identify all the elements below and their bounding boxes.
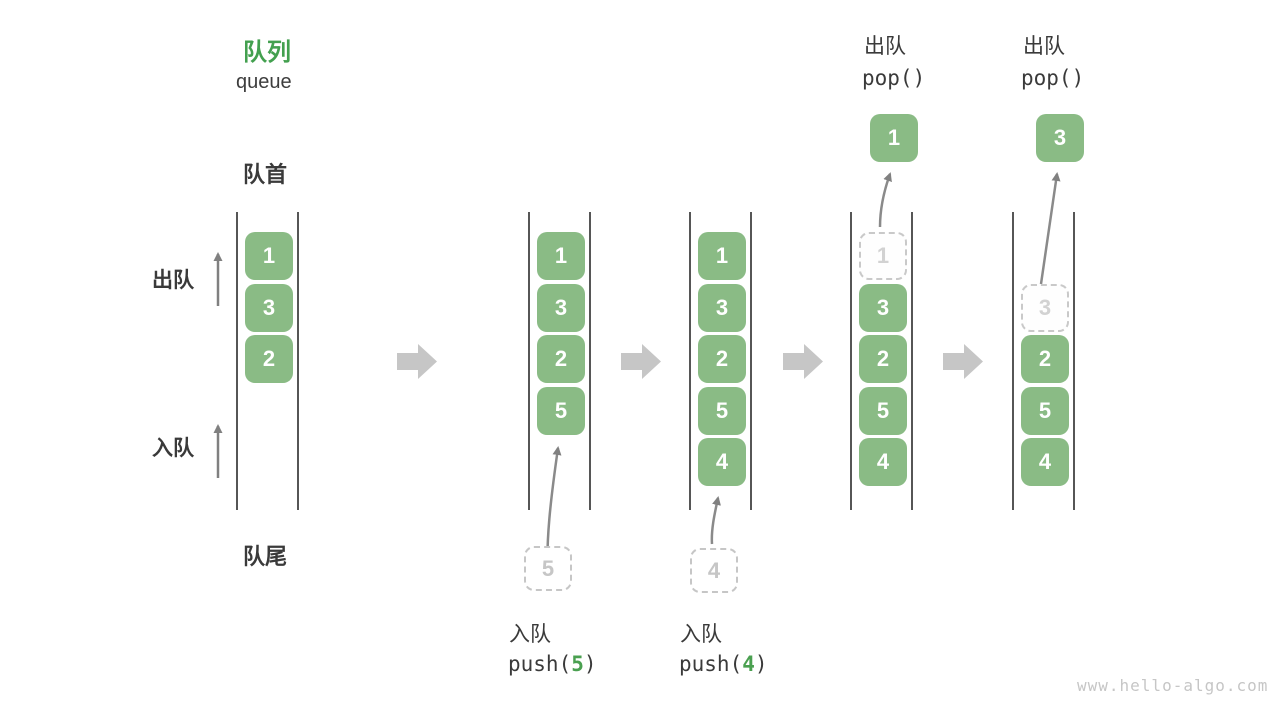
queue-item-removed: 3 [1021, 284, 1069, 332]
diagram-title-en: queue [236, 71, 292, 93]
label-enqueue-side: 入队 [152, 437, 194, 460]
push-code-arg: 4 [742, 652, 755, 676]
push-code: push(4) [679, 652, 768, 676]
queue-item: 3 [698, 284, 746, 332]
queue-item: 5 [859, 387, 907, 435]
queue-item: 2 [698, 335, 746, 383]
queue-item: 1 [698, 232, 746, 280]
queue-item: 5 [1021, 387, 1069, 435]
popped-item: 3 [1036, 114, 1084, 162]
queue-item: 2 [245, 335, 293, 383]
queue-state-5: 3 2 5 4 [1012, 212, 1075, 510]
queue-item-removed: 1 [859, 232, 907, 280]
push-code: push(5) [508, 652, 597, 676]
push-operation-label: 入队 [509, 623, 551, 646]
push-code-pre: push( [679, 652, 743, 676]
queue-item: 2 [1021, 335, 1069, 383]
popped-item: 1 [870, 114, 918, 162]
pop-code: pop() [862, 66, 926, 90]
queue-state-1: 1 3 2 [236, 212, 299, 510]
push-operation-label: 入队 [680, 623, 722, 646]
watermark: www.hello-algo.com [1077, 676, 1269, 695]
pop-operation-label: 出队 [1023, 35, 1065, 58]
label-queue-rear: 队尾 [243, 544, 288, 569]
pop-operation-label: 出队 [864, 35, 906, 58]
queue-item: 3 [245, 284, 293, 332]
push-code-pre: push( [508, 652, 572, 676]
queue-item: 4 [859, 438, 907, 486]
queue-item: 5 [698, 387, 746, 435]
queue-item: 2 [537, 335, 585, 383]
queue-state-4: 1 3 2 5 4 [850, 212, 913, 510]
queue-state-3: 1 3 2 5 4 [689, 212, 752, 510]
queue-item: 3 [537, 284, 585, 332]
state-transition-arrow-icon [621, 344, 661, 379]
label-dequeue-side: 出队 [152, 269, 194, 292]
queue-item: 3 [859, 284, 907, 332]
queue-item: 2 [859, 335, 907, 383]
queue-item: 5 [537, 387, 585, 435]
diagram-title-zh: 队列 [243, 39, 291, 66]
state-transition-arrow-icon [783, 344, 823, 379]
queue-item: 4 [698, 438, 746, 486]
queue-state-2: 1 3 2 5 [528, 212, 591, 510]
push-code-arg: 5 [571, 652, 584, 676]
staging-item: 5 [524, 546, 572, 591]
state-transition-arrow-icon [943, 344, 983, 379]
queue-item: 4 [1021, 438, 1069, 486]
staging-item: 4 [690, 548, 738, 593]
label-queue-front: 队首 [243, 162, 288, 187]
pop-code: pop() [1021, 66, 1085, 90]
state-transition-arrow-icon [397, 344, 437, 379]
queue-item: 1 [245, 232, 293, 280]
push-code-post: ) [754, 652, 768, 676]
queue-item: 1 [537, 232, 585, 280]
push-code-post: ) [583, 652, 597, 676]
